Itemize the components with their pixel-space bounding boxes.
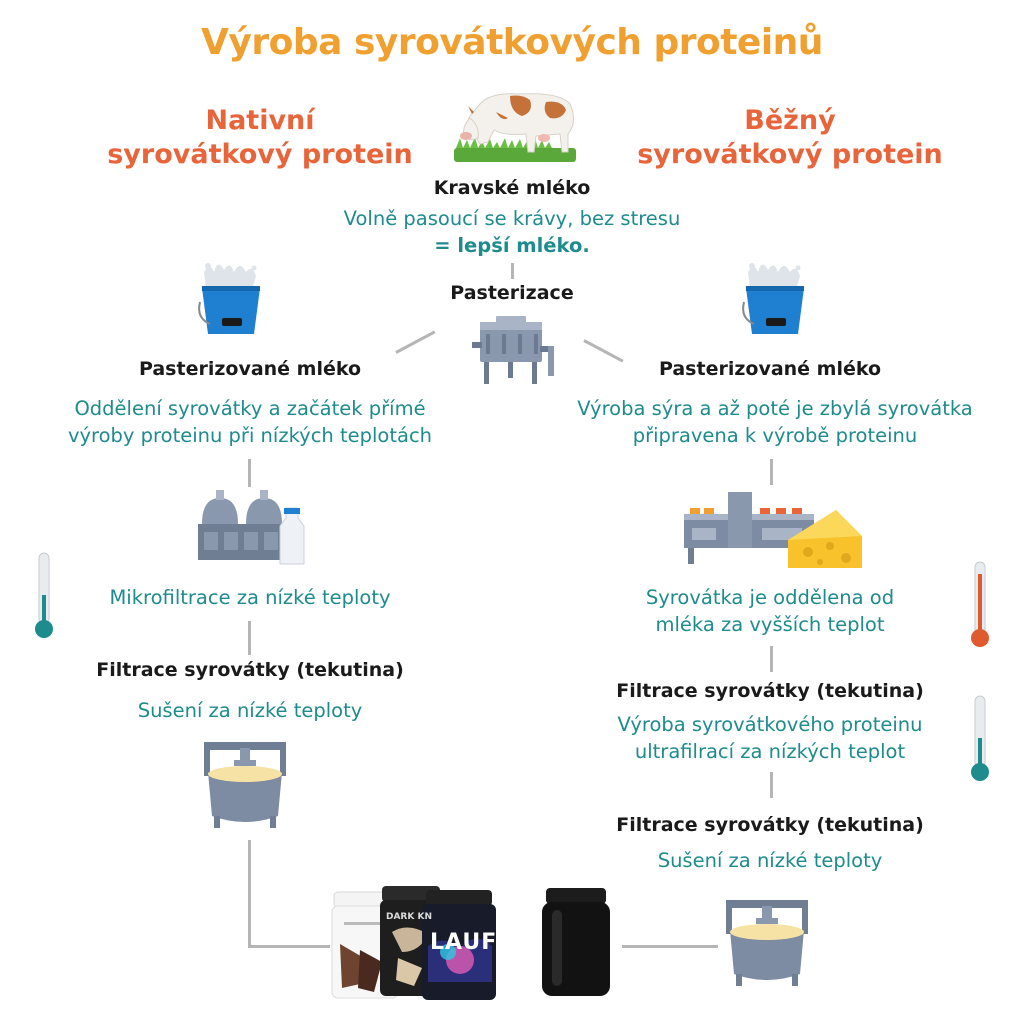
right-desc-whey-separation-line1: Syrovátka je oddělena od bbox=[645, 586, 895, 609]
thermometer-hot-icon bbox=[971, 561, 989, 647]
left-desc-drying: Sušení za nízké teploty bbox=[137, 699, 363, 722]
right-heading-line2: syrovátkový protein bbox=[637, 139, 943, 170]
center-desc-line2: = lepší mléko. bbox=[434, 234, 590, 257]
right-desc-ultrafiltration: Výroba syrovátkového proteinu ultrafilra… bbox=[560, 711, 980, 765]
right-desc-ultrafiltration-line1: Výroba syrovátkového proteinu bbox=[617, 713, 923, 736]
right-step-whey-filtration-2: Filtrace syrovátky (tekutina) bbox=[616, 814, 924, 836]
left-heading-line1: Nativní bbox=[205, 105, 315, 136]
connector-left-3 bbox=[248, 840, 251, 948]
connector-center-left bbox=[395, 330, 436, 354]
left-desc-separation-line2: výroby proteinu při nízkých teplotách bbox=[67, 424, 433, 447]
drying-vat-icon bbox=[204, 742, 286, 828]
right-step-pasteurized-milk: Pasterizované mléko bbox=[658, 358, 882, 380]
drying-vat-icon bbox=[726, 900, 808, 986]
pasteurizer-icon bbox=[472, 316, 554, 384]
protein-jar-icon bbox=[542, 888, 610, 996]
cow-icon bbox=[454, 93, 576, 162]
right-column-heading: Běžný syrovátkový protein bbox=[600, 104, 980, 172]
thermometer-cold-icon bbox=[35, 552, 53, 638]
right-desc-ultrafiltration-line2: ultrafilrací za nízkých teplot bbox=[634, 740, 906, 763]
connector-left-2 bbox=[248, 621, 251, 655]
right-desc-whey-separation: Syrovátka je oddělena od mléka za vyššíc… bbox=[570, 584, 970, 638]
left-desc-separation: Oddělení syrovátky a začátek přímé výrob… bbox=[20, 395, 480, 449]
left-step-whey-filtration: Filtrace syrovátky (tekutina) bbox=[96, 659, 404, 681]
center-desc-cow-milk: Volně pasoucí se krávy, bez stresu = lep… bbox=[262, 205, 762, 259]
center-desc-line1: Volně pasoucí se krávy, bez stresu bbox=[343, 207, 681, 230]
right-desc-drying: Sušení za nízké teploty bbox=[657, 849, 883, 872]
connector-right-3 bbox=[770, 772, 773, 798]
product-jar-label-lauf: LAUF bbox=[430, 930, 498, 955]
connector-center-1 bbox=[511, 263, 514, 279]
milk-bucket-icon bbox=[198, 263, 260, 334]
connector-left-1 bbox=[248, 459, 251, 487]
page-title: Výroba syrovátkových proteinů bbox=[201, 22, 823, 63]
right-step-whey-filtration-1: Filtrace syrovátky (tekutina) bbox=[616, 680, 924, 702]
connector-right-to-product bbox=[622, 945, 718, 948]
left-column-heading: Nativní syrovátkový protein bbox=[70, 104, 450, 172]
dairy-factory-icon bbox=[198, 490, 305, 565]
right-heading-line1: Běžný bbox=[744, 105, 836, 136]
center-step-pasteurization: Pasterizace bbox=[450, 282, 574, 304]
left-heading-line2: syrovátkový protein bbox=[107, 139, 413, 170]
thermometer-cold-icon bbox=[971, 695, 989, 781]
right-desc-cheese: Výroba sýra a až poté je zbylá syrovátka… bbox=[540, 395, 1010, 449]
milk-bucket-icon bbox=[742, 263, 804, 334]
right-desc-cheese-line2: připravena k výrobě proteinu bbox=[632, 424, 918, 447]
center-step-cow-milk: Kravské mléko bbox=[433, 177, 591, 199]
right-desc-whey-separation-line2: mléka za vyšších teplot bbox=[655, 613, 885, 636]
connector-right-2 bbox=[770, 646, 773, 672]
left-desc-microfiltration: Mikrofiltrace za nízké teploty bbox=[109, 586, 391, 609]
protein-jar-icon bbox=[422, 890, 496, 1000]
left-desc-separation-line1: Oddělení syrovátky a začátek přímé bbox=[74, 397, 426, 420]
cheese-factory-icon bbox=[684, 492, 862, 568]
right-desc-cheese-line1: Výroba sýra a až poté je zbylá syrovátka bbox=[577, 397, 973, 420]
connector-left-to-products bbox=[248, 945, 330, 948]
connector-center-right bbox=[583, 339, 624, 363]
left-step-pasteurized-milk: Pasterizované mléko bbox=[138, 358, 362, 380]
connector-right-1 bbox=[770, 459, 773, 485]
product-jar-label-dark: DARK KN bbox=[386, 912, 432, 922]
